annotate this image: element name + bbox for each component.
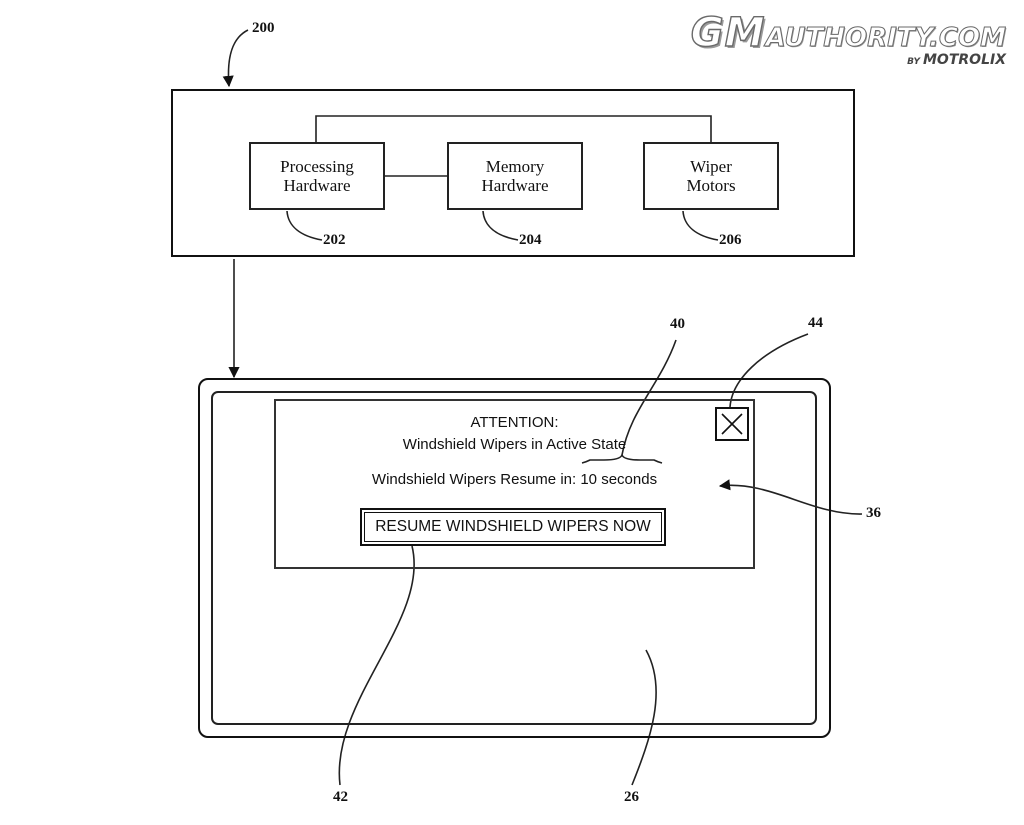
resume-prefix: Windshield Wipers Resume in: [371, 471, 577, 488]
processing-line2: Hardware [283, 176, 351, 195]
leader-26 [631, 649, 657, 786]
logo-motrolix: MOTROLIX [923, 52, 1006, 68]
ref-202: 202 [323, 232, 346, 248]
resume-wipers-button[interactable]: RESUME WINDSHIELD WIPERS NOW [360, 508, 666, 546]
countdown-value: 10 seconds [580, 471, 658, 488]
ref-40: 40 [670, 316, 685, 332]
ref-44: 44 [808, 315, 823, 331]
close-icon [721, 413, 743, 435]
dialog-status: Windshield Wipers in Active State [402, 436, 627, 453]
ref-200: 200 [252, 20, 275, 36]
display-device-outer [198, 378, 831, 738]
memory-line1: Memory [485, 157, 545, 176]
leader-36 [718, 479, 863, 515]
logo-by: BY [907, 57, 920, 67]
ref-26: 26 [624, 789, 639, 805]
processing-hardware-block: Processing Hardware [249, 142, 385, 210]
logo-authority: Authority.com [765, 23, 1007, 54]
ref-204: 204 [519, 232, 542, 248]
memory-hardware-block: Memory Hardware [447, 142, 583, 210]
dialog-heading: ATTENTION: [470, 414, 559, 431]
system-block [171, 89, 855, 257]
leader-44 [729, 333, 809, 408]
wiper-line2: Motors [686, 176, 736, 195]
processing-line1: Processing [280, 157, 354, 176]
leader-204 [482, 210, 519, 241]
ref-36: 36 [866, 505, 881, 521]
wiper-line1: Wiper [690, 157, 732, 176]
memory-line2: Hardware [481, 176, 549, 195]
leader-202 [286, 210, 323, 241]
leader-40 [621, 339, 677, 456]
bus-line-processing-wiper [315, 115, 712, 142]
leader-200 [222, 29, 249, 88]
close-button[interactable] [715, 407, 749, 441]
logo-gm: GM [690, 9, 766, 56]
wiper-motors-block: Wiper Motors [643, 142, 779, 210]
display-screen [211, 391, 817, 725]
ref-42: 42 [333, 789, 348, 805]
ref-206: 206 [719, 232, 742, 248]
dialog-resume-line: Windshield Wipers Resume in: 10 seconds [276, 471, 753, 488]
leader-42 [338, 545, 415, 786]
wiper-alert-dialog: ATTENTION: Windshield Wipers in Active S… [274, 399, 755, 569]
leader-206 [682, 210, 719, 241]
